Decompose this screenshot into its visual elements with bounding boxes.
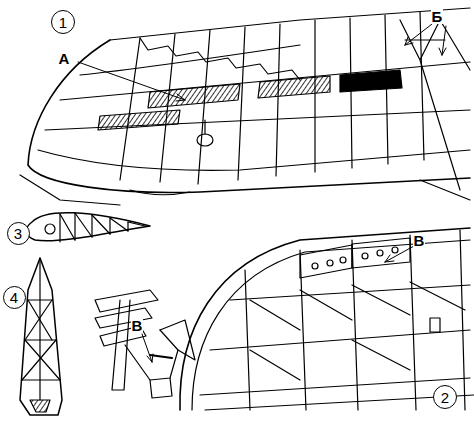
part-letter: Б <box>431 9 444 24</box>
joint-detail <box>95 290 195 398</box>
rib-detail-4 <box>20 258 62 415</box>
callout-circle: 2 <box>433 385 457 409</box>
callout-number: 2 <box>441 390 449 405</box>
wing-tip-frame-2 <box>180 228 474 410</box>
callout-number: 4 <box>10 290 18 305</box>
callout-number: 1 <box>59 15 67 30</box>
part-letter: В <box>413 233 426 248</box>
wing-view-1 <box>20 8 470 205</box>
part-letter: А <box>58 51 71 66</box>
callout-circle: 4 <box>3 286 26 309</box>
leader-lines <box>78 24 446 362</box>
callout-circle: 3 <box>7 222 30 245</box>
callout-circle: 1 <box>51 10 75 34</box>
callout-number: 3 <box>14 226 22 241</box>
part-letter: В <box>131 318 144 333</box>
rib-section-3 <box>26 213 150 242</box>
